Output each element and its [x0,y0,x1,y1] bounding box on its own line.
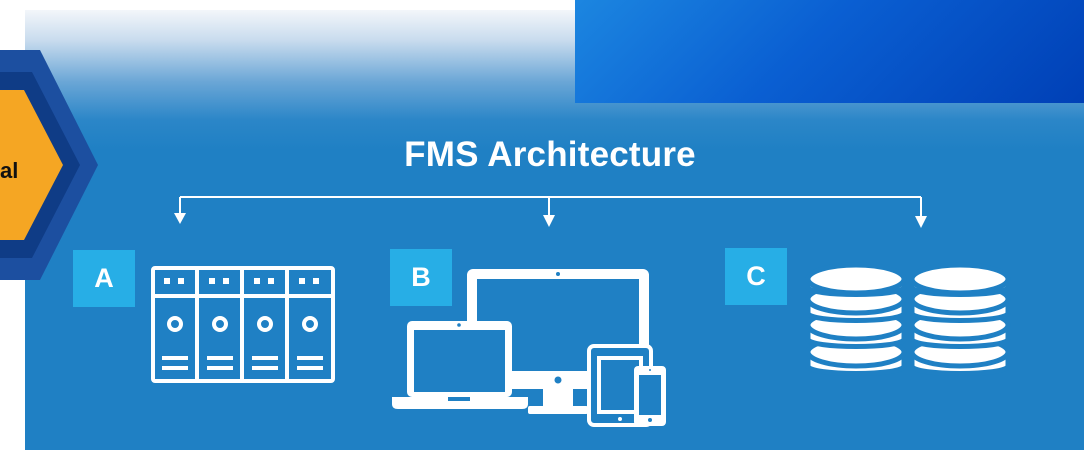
multi-device-icon [392,269,666,427]
arrow-c [915,216,927,228]
left-step-label: al [0,158,19,183]
badge-c: C [725,248,787,305]
arrow-a [174,213,186,224]
left-step-chevron [0,50,98,280]
badge-b: B [390,249,452,306]
badge-a: A [73,250,135,307]
database-icon [805,262,1011,376]
diagram-title: FMS Architecture [404,135,696,174]
server-rack-icon [151,266,335,383]
arrow-b [543,215,555,227]
header-accent-block [575,0,1084,103]
